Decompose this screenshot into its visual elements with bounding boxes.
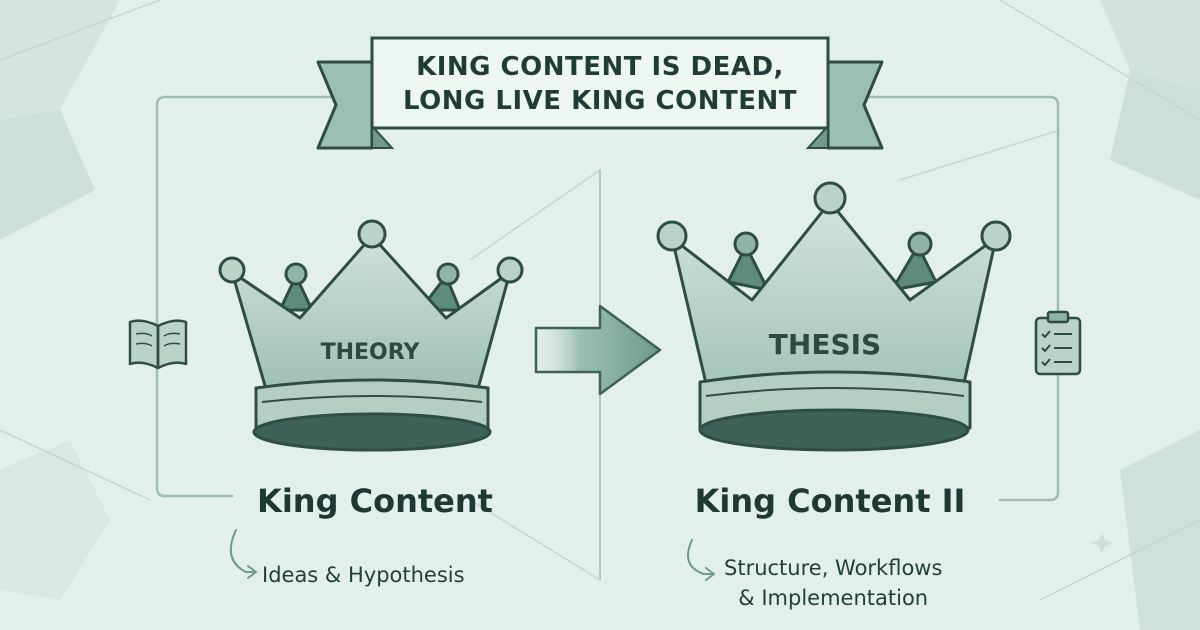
left-sub-arrowhead bbox=[247, 565, 257, 579]
left-connector-line bbox=[155, 95, 374, 498]
left-sub-arrow bbox=[229, 529, 255, 573]
right-sub-arrow bbox=[687, 539, 715, 575]
banner-line-1: KING CONTENT IS DEAD, bbox=[416, 52, 784, 82]
ideas-subtitle: Ideas & Hypothesis bbox=[262, 563, 465, 587]
sparkle-icon bbox=[1091, 532, 1113, 554]
structure-subtitle-line-1: Structure, Workflows bbox=[724, 556, 943, 580]
title-banner bbox=[316, 36, 884, 150]
king-content-ii-title: King Content II bbox=[694, 482, 966, 520]
theory-label: THEORY bbox=[320, 340, 420, 365]
banner-line-2: LONG LIVE KING CONTENT bbox=[403, 86, 797, 116]
structure-subtitle-line-2: & Implementation bbox=[738, 586, 929, 610]
right-sub-arrowhead bbox=[705, 567, 715, 581]
structure-subtitle: Structure, Workflows & Implementation bbox=[724, 553, 942, 613]
thesis-label: THESIS bbox=[768, 328, 882, 361]
king-content-title: King Content bbox=[257, 482, 493, 520]
right-crown bbox=[656, 181, 1012, 452]
right-connector-line bbox=[826, 95, 1060, 502]
clipboard-checklist-icon bbox=[1034, 310, 1082, 376]
transition-arrow bbox=[534, 304, 662, 396]
open-book-icon bbox=[128, 319, 188, 370]
banner-title: KING CONTENT IS DEAD, LONG LIVE KING CON… bbox=[372, 42, 828, 126]
left-crown bbox=[218, 219, 524, 452]
